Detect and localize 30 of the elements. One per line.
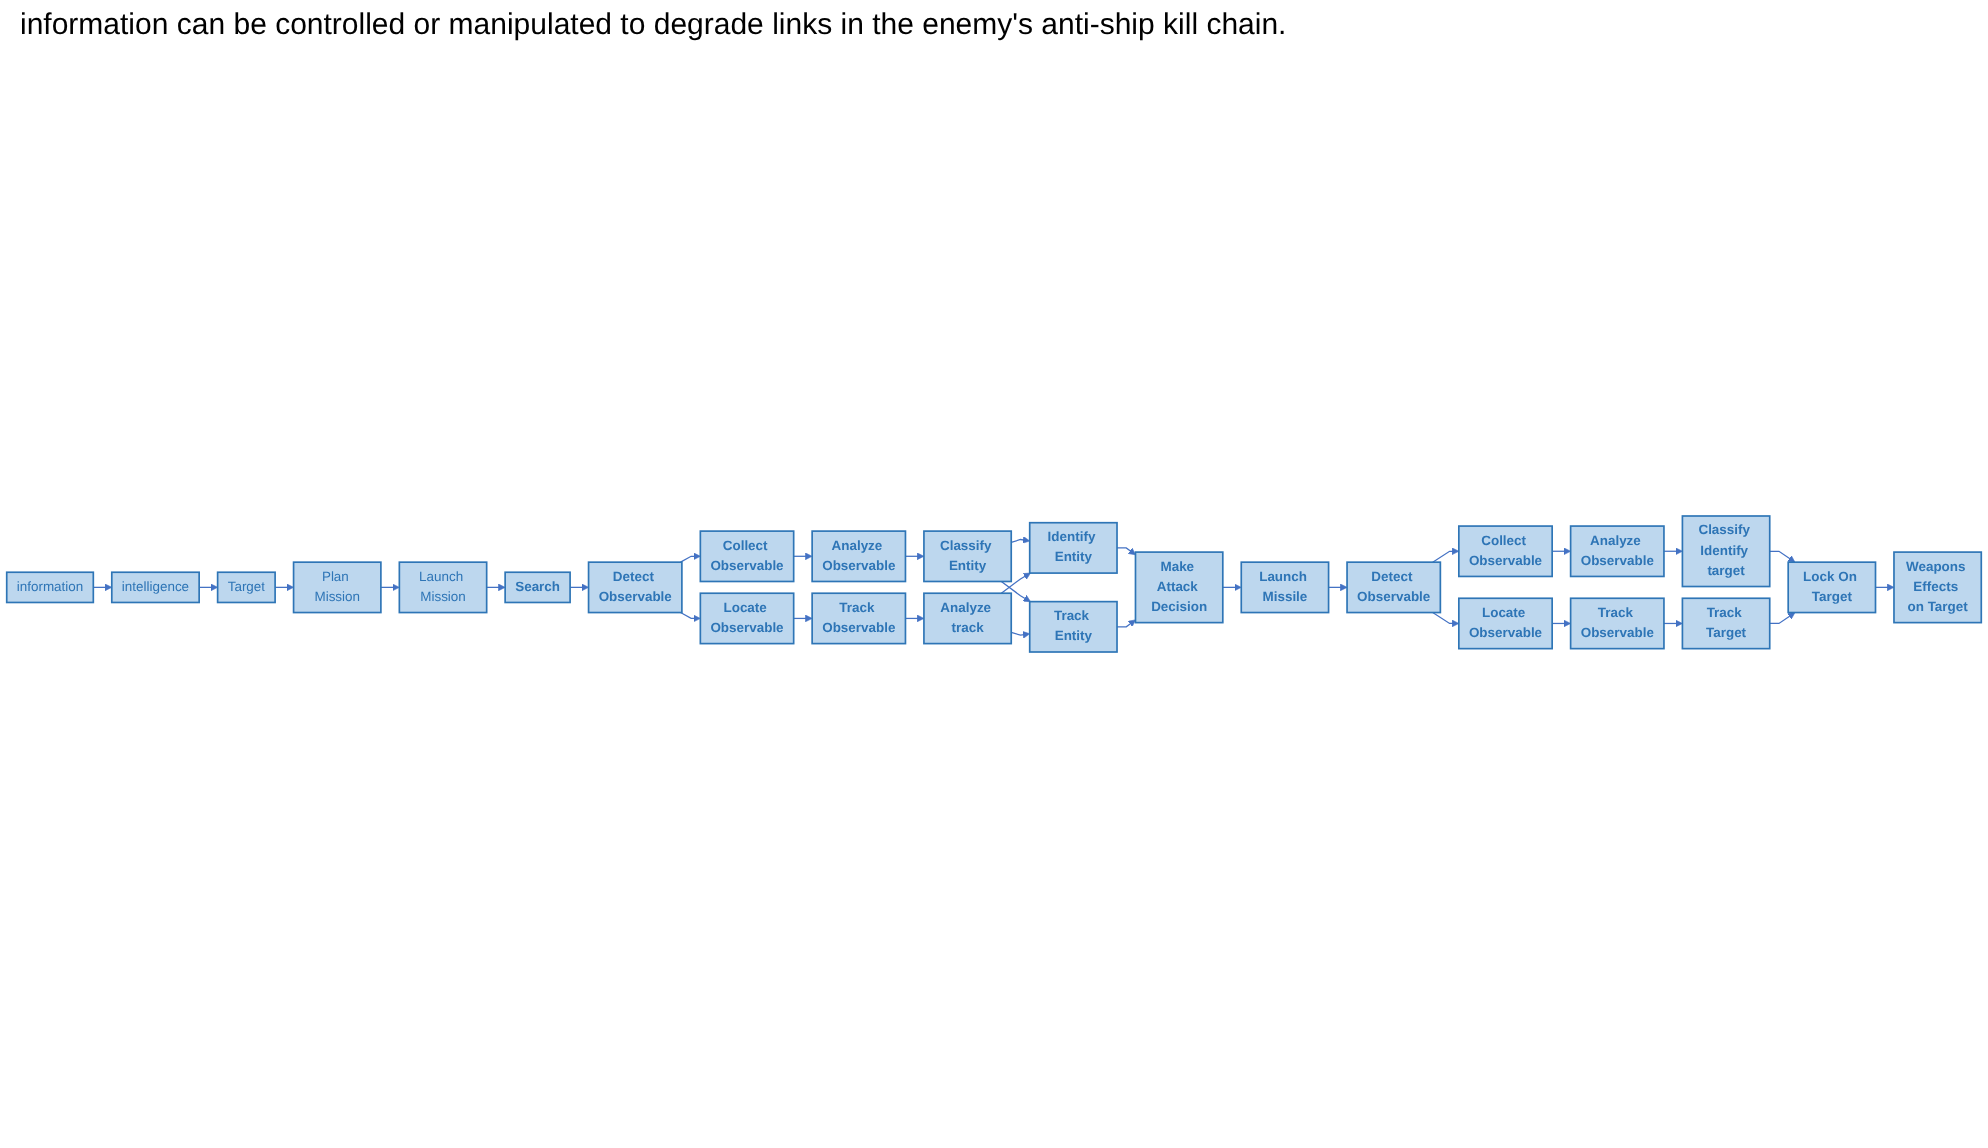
arrow xyxy=(1663,547,1683,555)
arrow xyxy=(1010,536,1031,544)
arrow xyxy=(1874,583,1895,592)
arrow xyxy=(679,611,701,623)
arrow xyxy=(1769,612,1796,625)
arrow xyxy=(1116,547,1136,556)
arrow xyxy=(1432,611,1460,628)
arrow xyxy=(1432,547,1460,563)
arrow xyxy=(904,614,925,623)
arrow xyxy=(569,583,589,592)
note-text: information can be controlled or manipulated to degrade links in the enemy's anti-ship kill chain. xyxy=(20,8,1289,42)
arrow xyxy=(1000,572,1031,594)
arrow xyxy=(1663,619,1683,628)
arrow xyxy=(1222,583,1242,592)
arrow xyxy=(380,583,400,592)
arrow xyxy=(1116,619,1136,628)
arrow xyxy=(92,583,113,592)
arrow xyxy=(1551,547,1571,555)
arrow xyxy=(1769,550,1796,563)
arrow xyxy=(198,583,218,592)
arrow xyxy=(274,583,294,592)
arrow xyxy=(793,614,813,623)
arrow xyxy=(1551,619,1571,628)
arrow xyxy=(1000,580,1031,602)
arrow xyxy=(904,552,925,560)
arrow xyxy=(679,552,701,563)
arrow xyxy=(1010,631,1031,639)
arrow xyxy=(1327,583,1348,592)
arrow xyxy=(486,583,506,592)
arrow xyxy=(793,552,813,560)
